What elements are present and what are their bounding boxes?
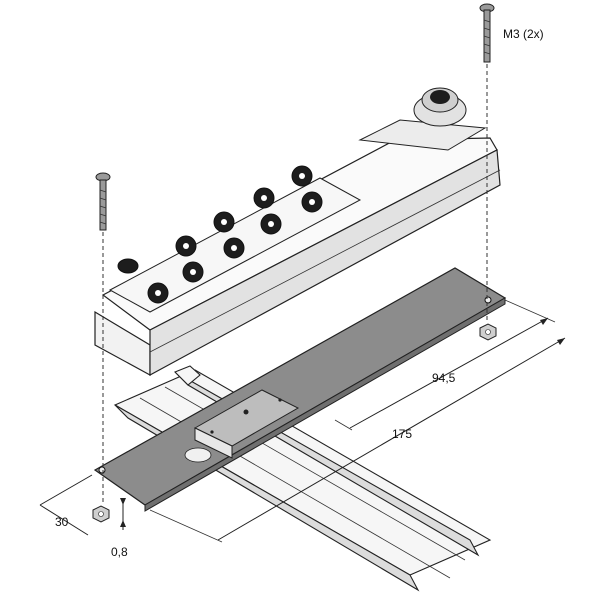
dim-0-8-label: 0,8 — [111, 545, 128, 559]
module-side-groove — [149, 169, 501, 353]
dim-94-5-label: 94,5 — [432, 371, 456, 385]
dim-175-label: 175 — [392, 427, 412, 441]
socket-7-pin — [268, 221, 274, 227]
screw-left-shaft — [99, 179, 107, 231]
module-long-side — [149, 149, 501, 377]
screw-spec-label: M3 (2x) — [503, 27, 544, 41]
main-connector-socket — [430, 90, 450, 104]
plate-hole-right — [484, 296, 492, 304]
socket-4-pin — [221, 219, 227, 225]
mounting-plate-edge — [144, 297, 506, 512]
socket-2-pin — [183, 243, 189, 249]
socket-1-pin — [155, 290, 161, 296]
socket-8-pin — [299, 173, 305, 179]
rail-clip-front — [194, 427, 233, 459]
mounting-plate — [93, 267, 507, 512]
socket-3-pin — [190, 269, 196, 275]
din-rail-end-profile — [174, 365, 201, 386]
clip-dot-1 — [210, 430, 214, 434]
dimension-175 — [149, 337, 566, 543]
sockets — [147, 165, 323, 304]
screw-left — [95, 172, 111, 231]
clip-dot-2 — [278, 398, 282, 402]
module-end-cap — [358, 119, 487, 151]
hand-mark-icon — [184, 447, 212, 463]
dim-30-label: 30 — [55, 515, 69, 529]
dimension-30 — [39, 474, 93, 536]
socket-9-pin — [309, 199, 315, 205]
aux-port — [117, 258, 139, 274]
plate-hole-left — [98, 466, 106, 474]
clip-hole — [243, 409, 249, 415]
dimension-0-8 — [120, 498, 126, 530]
screw-right — [479, 3, 495, 63]
socket-5-pin — [231, 245, 237, 251]
dimension-94-5 — [334, 299, 556, 431]
socket-6-pin — [261, 195, 267, 201]
